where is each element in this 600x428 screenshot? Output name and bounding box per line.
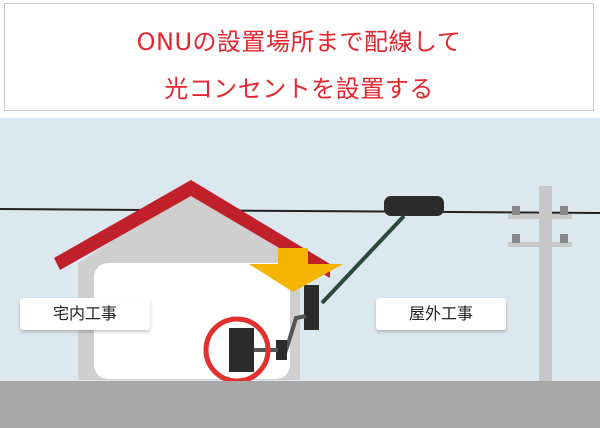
pole-body	[539, 186, 552, 386]
insulator	[560, 234, 568, 243]
wall-entry	[276, 340, 287, 360]
insulator	[512, 206, 520, 215]
insulator	[512, 234, 520, 243]
utility-line	[0, 208, 600, 214]
optical-outlet	[229, 328, 254, 372]
ground	[0, 381, 600, 428]
diagram-scene: 宅内工事 屋外工事	[0, 118, 600, 428]
pole-crossarm-upper	[508, 214, 572, 219]
indoor-work-label: 宅内工事	[20, 298, 150, 330]
title-line-2: 光コンセントを設置する	[164, 75, 434, 103]
insulator	[560, 206, 568, 215]
house-roof	[54, 180, 330, 278]
installation-diagram	[0, 180, 600, 428]
cable-closure	[384, 196, 444, 216]
drop-cable	[320, 214, 406, 305]
header: ONUの設置場所まで配線して 光コンセントを設置する	[0, 0, 600, 118]
pole-crossarm-lower	[508, 242, 572, 247]
utility-pole	[508, 186, 572, 386]
title-box: ONUの設置場所まで配線して 光コンセントを設置する	[4, 3, 594, 111]
title-line-1: ONUの設置場所まで配線して	[136, 28, 462, 56]
termination-box	[304, 285, 319, 330]
outdoor-work-label: 屋外工事	[376, 298, 506, 330]
down-arrow-icon	[249, 248, 343, 292]
